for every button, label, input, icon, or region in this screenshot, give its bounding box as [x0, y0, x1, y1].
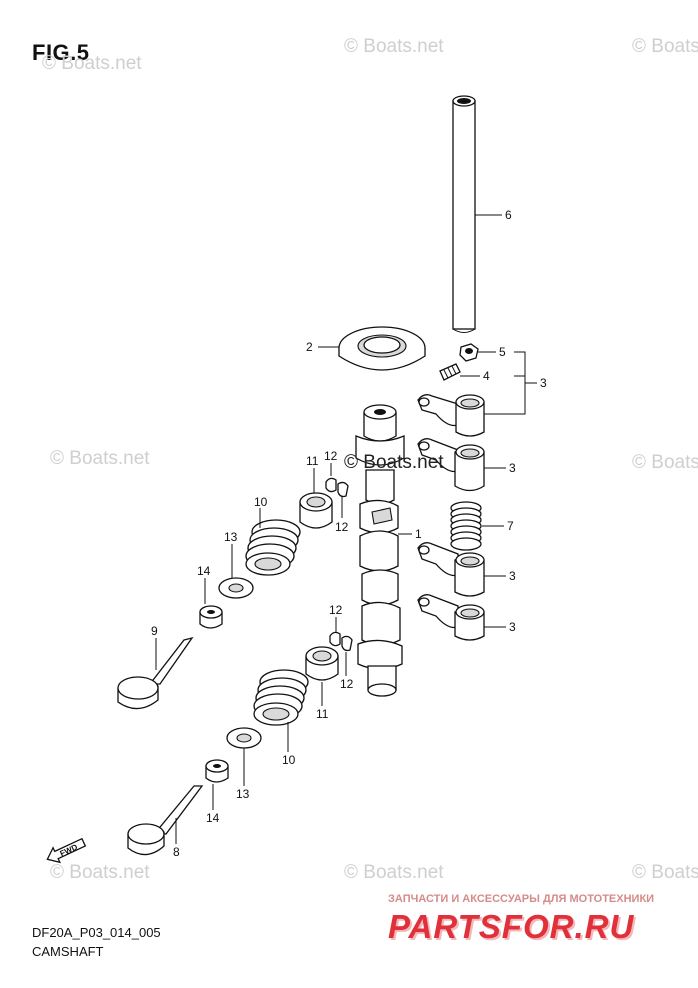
callout-9: 9 — [151, 624, 158, 638]
watermark: © Boats.net — [632, 862, 698, 883]
diagram-code: DF20A_P03_014_005 — [32, 925, 161, 940]
shaft-tube-part-6 — [452, 95, 476, 333]
shop-logo-shadow: PARTSFOR.RU — [390, 910, 636, 947]
valve-part-9 — [117, 636, 194, 710]
shop-logo: PARTSFOR.RU PARTSFOR.RU — [388, 908, 636, 947]
retainer-part-11-bottom — [305, 646, 339, 681]
oil-seal-part-2 — [338, 326, 426, 371]
rocker-arm-part-3-a — [417, 394, 485, 437]
watermark: © Boats.net — [50, 862, 150, 883]
washer-part-13-top — [218, 577, 254, 599]
watermark-center: © Boats.net — [344, 452, 444, 473]
callout-3: 3 — [540, 376, 547, 390]
valve-part-8 — [127, 785, 204, 856]
callout-13: 13 — [224, 530, 238, 544]
fwd-label: FWD — [59, 842, 80, 858]
valve-seal-part-14-top — [199, 605, 223, 629]
nut-part-5 — [459, 343, 479, 362]
callout-12: 12 — [329, 603, 343, 617]
callout-10: 10 — [254, 495, 268, 509]
callout-10: 10 — [282, 753, 296, 767]
watermark: © Boats.net — [344, 36, 444, 57]
washer-part-13-bottom — [226, 727, 262, 749]
callout-3: 3 — [509, 620, 516, 634]
callout-4: 4 — [483, 369, 490, 383]
retainer-part-11-top — [299, 492, 333, 529]
callout-11: 11 — [316, 707, 329, 721]
watermark: © Boats.net — [42, 53, 142, 74]
callout-12: 12 — [324, 449, 338, 463]
rocker-arm-part-3-b — [417, 438, 485, 492]
cotter-part-12-bottom — [329, 631, 353, 652]
callout-1: 1 — [415, 527, 422, 541]
callout-13: 13 — [236, 787, 250, 801]
valve-spring-part-10-top — [245, 519, 301, 576]
valve-spring-part-10-bottom — [253, 669, 309, 726]
callout-14: 14 — [197, 564, 211, 578]
callout-12: 12 — [335, 520, 349, 534]
watermark: © Boats.net — [344, 862, 444, 883]
adjust-screw-part-4 — [439, 363, 461, 381]
callout-7: 7 — [507, 519, 514, 533]
camshaft-part-1 — [355, 404, 405, 697]
shop-tagline: ЗАПЧАСТИ И АКСЕССУАРЫ ДЛЯ МОТОТЕХНИКИ — [388, 893, 655, 905]
shop-logo-text: PARTSFOR.RU — [388, 908, 634, 945]
callout-6: 6 — [505, 208, 512, 222]
callout-11: 11 — [306, 454, 319, 468]
callout-14: 14 — [206, 811, 220, 825]
rocker-arm-part-3-d — [417, 594, 485, 641]
callout-5: 5 — [499, 345, 506, 359]
watermark: © Boats.net — [632, 452, 698, 473]
callout-3: 3 — [509, 461, 516, 475]
valve-seal-part-14-bottom — [205, 759, 229, 783]
callout-8: 8 — [173, 845, 180, 859]
callout-12: 12 — [340, 677, 354, 691]
figure-title: FIG.5 — [32, 40, 90, 65]
spring-part-7 — [450, 501, 482, 551]
callout-3: 3 — [509, 569, 516, 583]
watermark: © Boats.net — [50, 448, 150, 469]
callout-2: 2 — [306, 340, 313, 354]
rocker-arm-part-3-c — [417, 542, 485, 597]
cotter-part-12-top — [325, 477, 349, 498]
diagram-caption: CAMSHAFT — [32, 944, 104, 959]
watermark: © Boats.net — [632, 36, 698, 57]
